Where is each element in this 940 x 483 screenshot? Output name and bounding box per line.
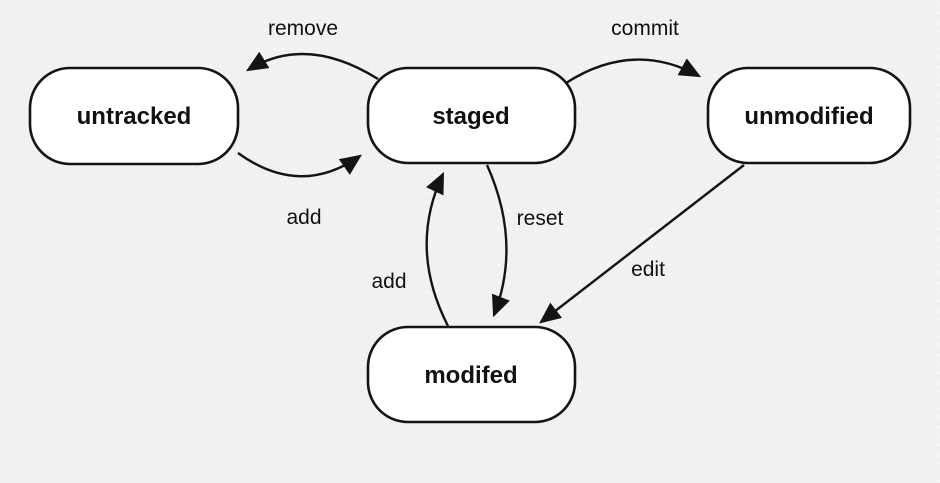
node-staged-shape [366, 66, 577, 165]
edge-add-untracked-to-staged [237, 152, 362, 178]
edges-layer [237, 51, 745, 327]
node-untracked-label: untracked [77, 103, 192, 130]
node-modifed: modifed [366, 325, 577, 424]
edge-edit [539, 164, 745, 324]
edge-remove [245, 51, 379, 81]
edge-commit [565, 58, 702, 85]
edge-label-edit: edit [631, 258, 665, 281]
node-unmodified: unmodified [706, 66, 912, 165]
edge-reset [485, 164, 510, 318]
edge-label-reset: reset [517, 207, 564, 230]
edge-label-add-untracked: add [286, 206, 321, 229]
node-untracked: untracked [28, 66, 240, 166]
node-untracked-shape [28, 66, 240, 166]
edge-labels-layer: remove add commit reset add edit [268, 17, 679, 293]
nodes-layer: untracked staged unmodified modifed [28, 66, 912, 424]
node-unmodified-label: unmodified [744, 103, 873, 130]
edge-label-remove: remove [268, 17, 338, 40]
node-unmodified-shape [706, 66, 912, 165]
edge-add-modifed-to-staged [425, 171, 450, 327]
node-staged-label: staged [432, 103, 509, 130]
node-modifed-shape [366, 325, 577, 424]
node-staged: staged [366, 66, 577, 165]
edge-label-add-modifed: add [371, 270, 406, 293]
node-modifed-label: modifed [424, 362, 517, 389]
edge-label-commit: commit [611, 17, 679, 40]
